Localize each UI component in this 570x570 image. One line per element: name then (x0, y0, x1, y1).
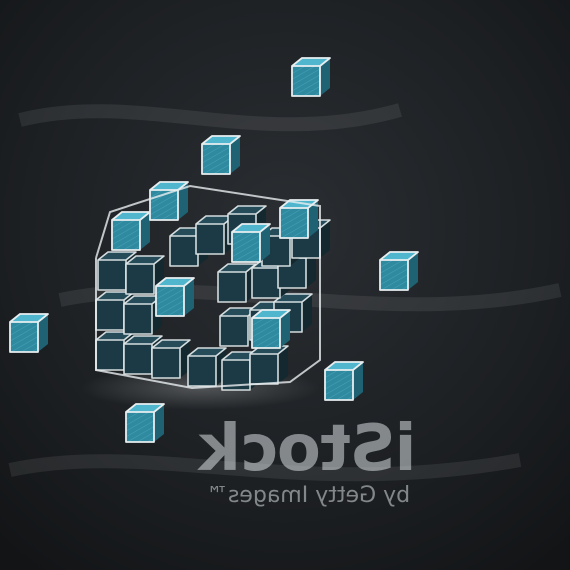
large-cube-assembly (95, 181, 331, 391)
assembly-cube-blue (111, 211, 151, 251)
floating-cube (379, 251, 419, 291)
svg-text:iStock: iStock (197, 412, 417, 486)
floating-cube (125, 403, 165, 443)
floating-cube (324, 361, 364, 401)
assembly-cube-blue (155, 277, 195, 317)
floating-cube (291, 57, 331, 97)
floating-cube (201, 135, 241, 175)
floating-cube (9, 313, 49, 353)
assembly-cube-blue (251, 309, 291, 349)
svg-text:by Getty Images™: by Getty Images™ (206, 483, 410, 508)
assembly-cube-blue (231, 223, 271, 263)
istock-watermark: iStock by Getty Images™ (197, 412, 417, 508)
